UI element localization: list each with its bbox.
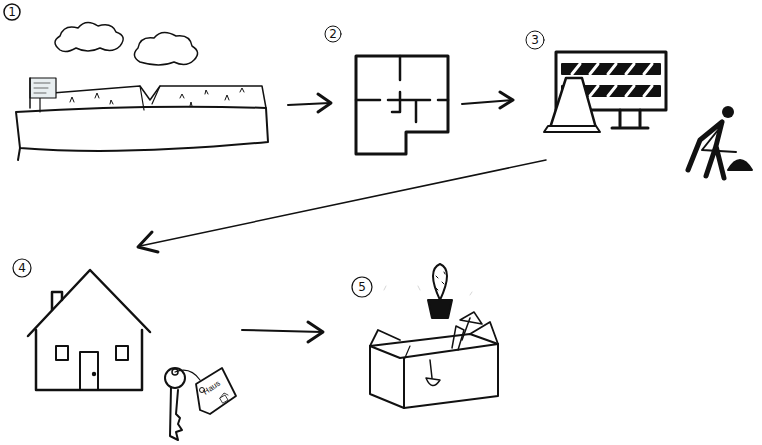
- callout-number: 3: [531, 34, 539, 46]
- callout-number: 1: [8, 6, 16, 18]
- key-tag-text: Haus: [202, 379, 222, 396]
- callout-number: 5: [358, 281, 366, 293]
- callout-number: 4: [18, 262, 26, 274]
- callout-number: 2: [329, 28, 337, 40]
